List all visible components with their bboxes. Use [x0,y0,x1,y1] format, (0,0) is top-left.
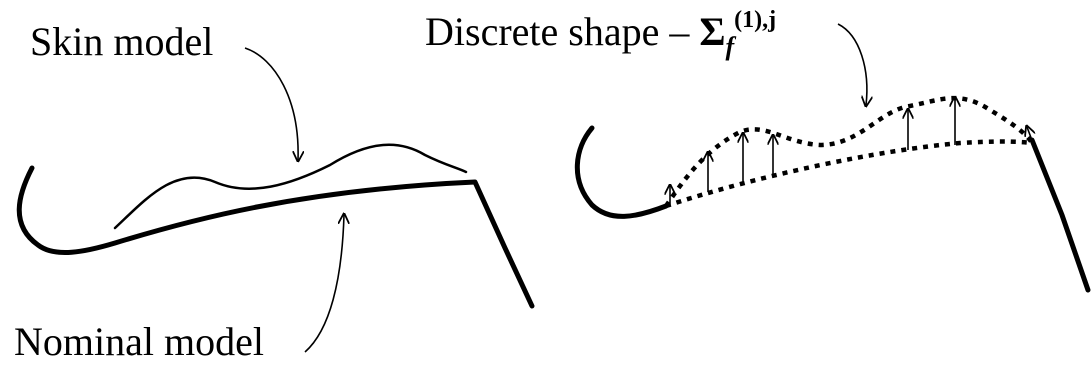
nominal-model-label: Nominal model [14,319,264,364]
discrete-label-prefix: Discrete shape – [425,9,700,54]
nominal-left-segment-right [574,125,669,219]
skin-callout-arrow [244,47,298,160]
skin-model-label: Skin model [30,19,214,64]
discrete-shape-label: Discrete shape – Σf(1),j [425,8,776,60]
discrete-label-superscript: (1),j [734,7,777,33]
discrete-callout-arrow [837,23,867,105]
nominal-callout-arrow [304,215,344,353]
deviation-arrow-7 [1027,127,1033,144]
discrete-label-subscript: f [725,32,735,61]
discrete-label-symbol: Σ [699,9,726,54]
nominal-right-segment-right [1029,137,1091,293]
skin-model-curve [113,143,468,230]
discrete-nominal-dotted [665,139,1033,209]
nominal-model-curve-left [16,165,535,309]
